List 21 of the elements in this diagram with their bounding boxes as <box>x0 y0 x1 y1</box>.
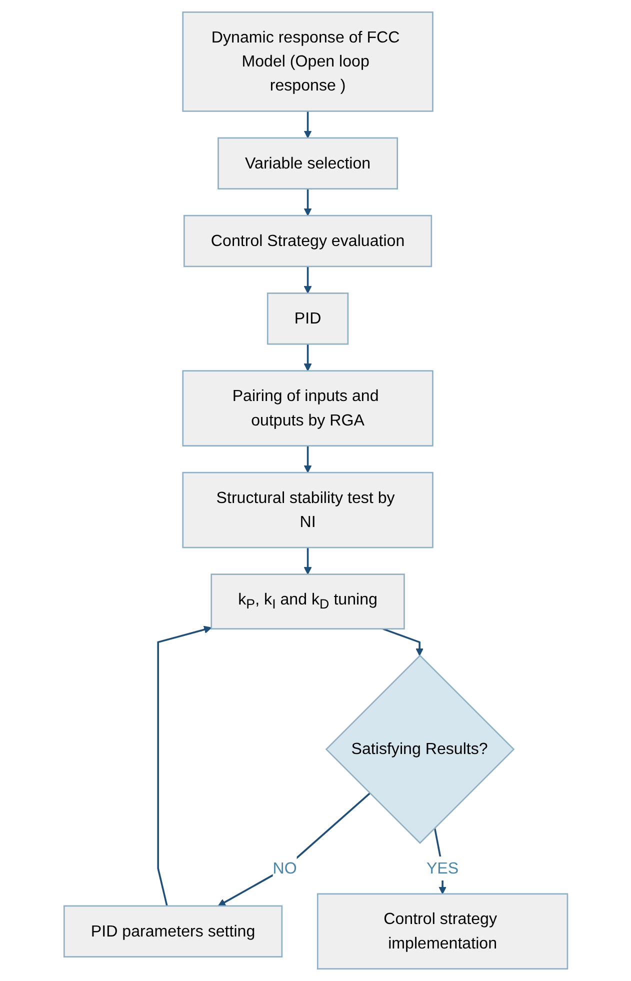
arrow <box>304 344 312 372</box>
node-box: PID parameters setting <box>63 905 282 958</box>
arrow <box>218 792 370 906</box>
arrow <box>304 188 312 216</box>
node-box: Pairing of inputs and outputs by RGA <box>182 370 434 446</box>
node-box: Control Strategy evaluation <box>183 214 432 268</box>
node-box: PID <box>266 292 348 345</box>
arrow <box>156 626 212 906</box>
arrow <box>304 548 312 575</box>
edge-label: NO <box>272 859 297 877</box>
edge-label: YES <box>426 859 458 877</box>
node-diamond: Satisfying Results? <box>325 654 514 844</box>
node-box: Structural stability test by NI <box>182 472 434 548</box>
node-box: Control strategy implementation <box>316 893 568 970</box>
node-box: Dynamic response of FCC Model (Open loop response ) <box>182 11 434 112</box>
arrow <box>304 266 312 294</box>
node-box: Variable selection <box>217 137 398 190</box>
arrow <box>304 111 312 138</box>
arrow <box>304 446 312 473</box>
node-box: k$_{P}$, k$_{I}$ and k$_{D}$ tuning <box>210 574 405 630</box>
arrow <box>382 628 424 656</box>
